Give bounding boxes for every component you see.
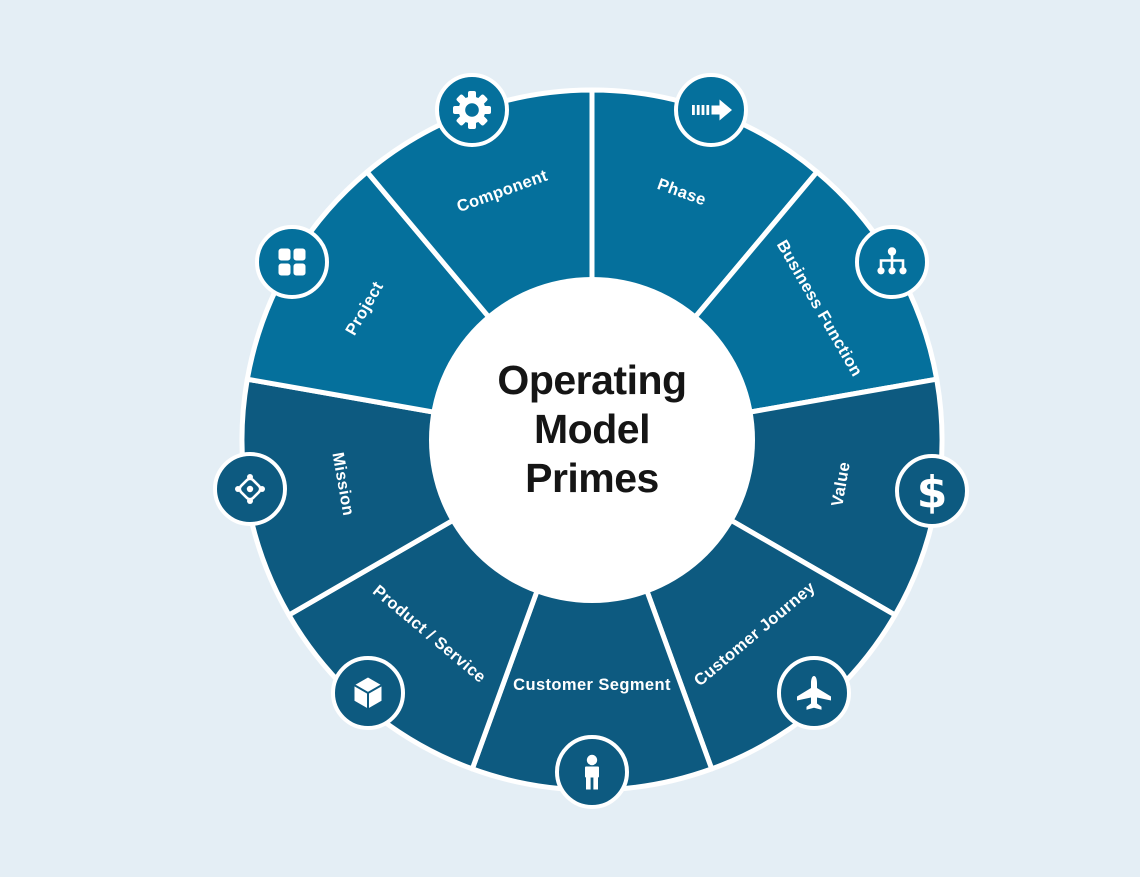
gear-icon [453,91,491,129]
center-hub: Operating Model Primes [429,277,755,603]
phase-icon-badge [674,73,748,147]
dollar-icon: $ [917,467,948,518]
grid-icon [278,248,306,276]
icon-badges: $ [213,73,969,809]
atom-icon [235,474,265,504]
project-icon-badge [255,225,329,299]
customer-journey-icon-badge [777,656,851,730]
customer-segment-icon-badge [555,735,629,809]
product-service-icon-badge [331,656,405,730]
mission-icon-badge [213,452,287,526]
segment-label-customer-segment: Customer Segment [513,676,671,694]
component-icon-badge [435,73,509,147]
org-chart-icon [877,247,907,275]
person-icon [585,754,599,790]
center-circle [429,277,755,603]
title-line-1: Operating [497,357,686,403]
cube-icon [354,677,382,709]
title-line-2: Model [534,406,650,452]
dashed-arrow-icon-circle [674,73,748,147]
dollar-icon-circle [895,454,969,528]
dashed-arrow-icon [692,99,732,121]
value-icon-badge: $ [895,454,969,528]
title-line-3: Primes [525,455,659,501]
airplane-icon [797,676,831,710]
business-function-icon-badge [855,225,929,299]
grid-icon-circle [255,225,329,299]
